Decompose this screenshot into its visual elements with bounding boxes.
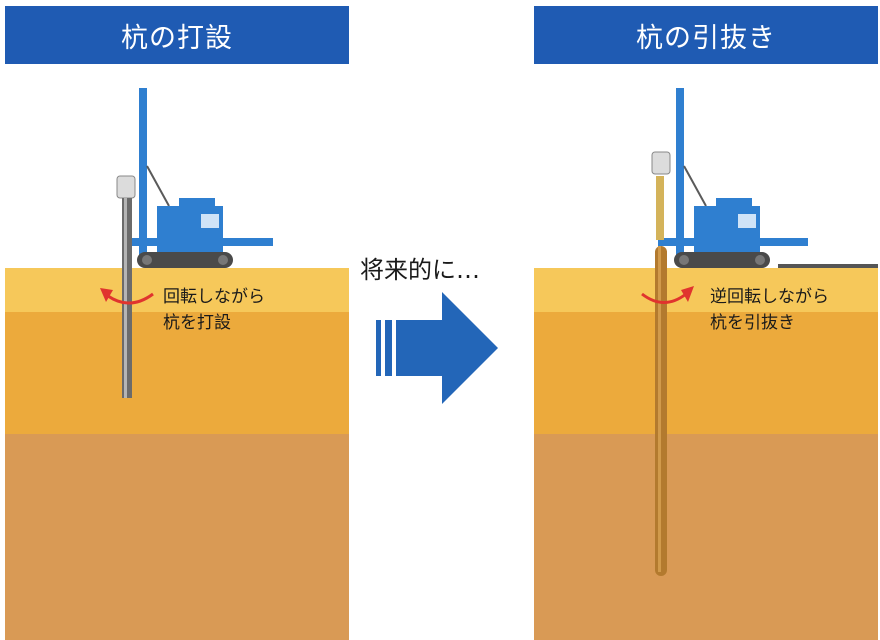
left-caption-line1: 回転しながら: [163, 287, 265, 307]
middle-soil-layer: [534, 312, 878, 434]
deep-soil-layer: [5, 434, 349, 640]
left-caption-line2: 杭を打設: [163, 313, 231, 333]
pile-driver-machine: [651, 88, 878, 268]
rotation-arrow-icon: [641, 292, 687, 304]
left-panel: 杭の打設 回転しながら 杭を打設: [5, 0, 349, 640]
left-scene: [5, 88, 349, 640]
pile-driver-machine: [116, 88, 273, 268]
topsoil-layer: [5, 268, 349, 312]
rotation-arrow-icon: [107, 292, 154, 305]
right-caption-line2: 杭を引抜き: [710, 313, 795, 333]
rotation-arrow-head: [681, 286, 694, 302]
future-text: 将来的に…: [360, 256, 480, 284]
topsoil-layer: [534, 268, 878, 312]
pile-left: [122, 198, 132, 398]
right-panel: 杭の引抜き 逆回転しながら 杭を引抜き: [534, 0, 878, 640]
right-caption-line1: 逆回転しながら: [710, 287, 829, 307]
right-panel-title: 杭の引抜き: [534, 6, 878, 64]
deep-soil-layer: [534, 434, 878, 640]
right-scene: [534, 88, 878, 640]
rotation-arrow-head: [100, 288, 113, 302]
middle-soil-layer: [5, 312, 349, 434]
left-panel-title: 杭の打設: [5, 6, 349, 64]
right-arrow-icon: [376, 292, 498, 404]
pile-right: [655, 246, 667, 576]
